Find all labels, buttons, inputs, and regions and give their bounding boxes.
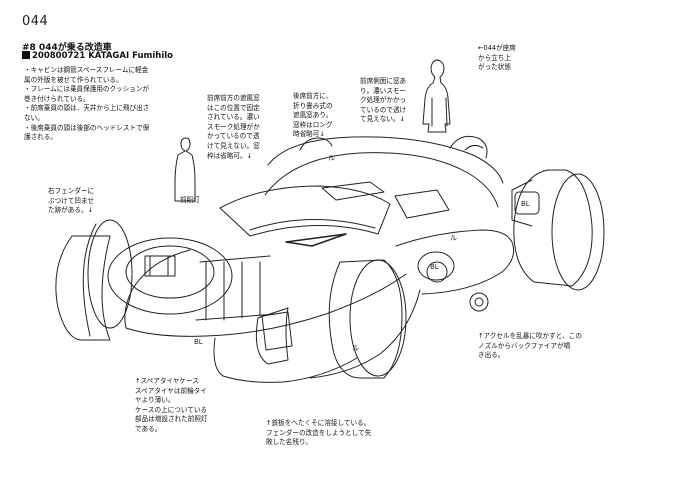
front-right-wheel: [255, 259, 407, 379]
page-number: 044: [22, 14, 49, 29]
mark-bl-front: BL: [194, 338, 203, 346]
mark-bl-rear: BL: [521, 200, 530, 208]
note-iron-plate: ↑鉄板をへたくそに溶接している。フェンダーの改造をしようとして失敗した名残り。: [266, 419, 372, 447]
note-rear-window: 後席前方に、折り畳み式の遮風窓あり。窓枠はロング時省略可↓: [293, 92, 333, 139]
car-body: [124, 135, 515, 383]
mark-bl-side: BL: [430, 263, 439, 271]
standing-figure-icon: [422, 59, 451, 133]
front-left-wheel: [55, 219, 133, 341]
welded-plate: [261, 311, 293, 351]
note-headlight: 前照灯: [180, 196, 200, 204]
author-line: 200800721 KATAGAI Fumihilo: [22, 51, 173, 61]
mark-ru-roof: ル: [328, 154, 335, 162]
note-windshield: 前席前方の遮風窓はこの位置で固定されている。濃いスモーク処理がかかっているので透…: [207, 94, 260, 160]
side-pod: [417, 251, 455, 281]
note-cabin: ・キャビンは鋼管スペースフレームに軽金属の外版を被せて作られている。・フレームに…: [24, 66, 150, 142]
note-fender: 右フェンダーにぶつけて凹ませた跡がある。↓: [48, 187, 95, 215]
rear-right-wheel: [511, 169, 605, 291]
note-standing: ←044が座席から立ち上がった状態: [478, 44, 516, 72]
mark-ru-side: ル: [450, 234, 457, 242]
spare-tire-case: [107, 237, 233, 315]
mark-ru-front: ル: [352, 344, 359, 352]
note-backfire: ↑アクセルを乱暴に吹かすと、このノズルからバックファイアが噴き出る。: [478, 332, 582, 360]
page-title: #8 044が乗る改造車: [22, 43, 112, 53]
note-spare-tire: ↑スペアタイヤケーススペアタイヤは前輪タイヤより薄い。ケースの上についている部品…: [135, 377, 208, 433]
square-bullet-icon: [22, 51, 30, 59]
note-side-window: 前席側面に窓あり。濃いスモーク処理がかかっているので透けて見えない。↓: [360, 77, 407, 124]
person-scale-icon: [174, 137, 196, 202]
author-text: 200800721 KATAGAI Fumihilo: [32, 51, 174, 61]
